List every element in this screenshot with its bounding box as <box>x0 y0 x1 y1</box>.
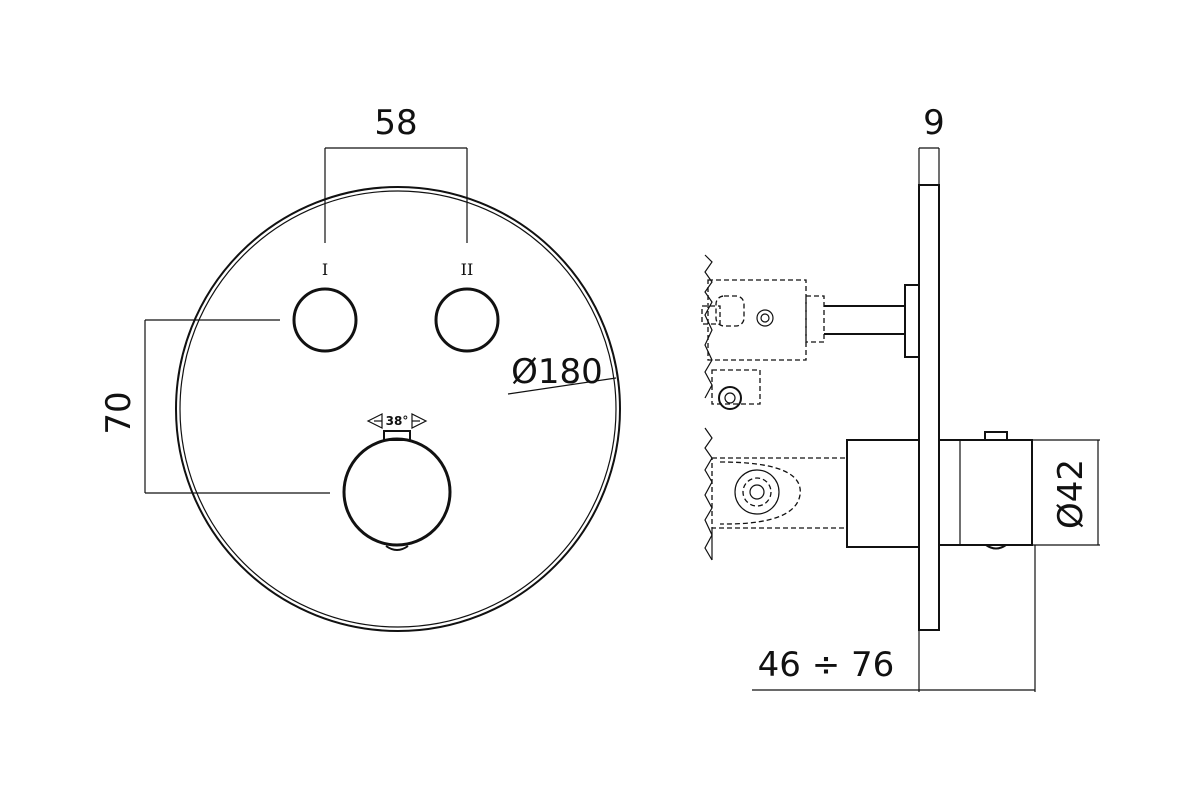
rotation-angle-label: 38° <box>386 414 409 428</box>
handle-side <box>939 431 1033 550</box>
thermostat-handle <box>342 437 452 547</box>
height-dimension-label: 70 <box>99 391 139 434</box>
depth-dimension: 46 ÷ 76 <box>752 545 1036 692</box>
handle-indicator-top <box>383 430 411 441</box>
cover-plate-outline <box>175 186 621 632</box>
handle-diameter-dimension: Ø42 <box>1032 439 1100 546</box>
side-view: 9 <box>701 103 1100 692</box>
plate-thickness-label: 9 <box>923 103 945 143</box>
button-1-label: I <box>322 260 328 279</box>
concealed-body-lower <box>704 427 920 561</box>
cover-plate-inner-edge <box>179 190 617 628</box>
handle-indicator-bottom <box>385 545 409 551</box>
depth-range-label: 46 ÷ 76 <box>758 645 895 685</box>
diameter-dimension: Ø180 <box>507 352 617 395</box>
height-dimension: 70 <box>99 319 330 494</box>
rotation-indicator: 38° <box>366 413 428 429</box>
handle-diameter-label: Ø42 <box>1051 459 1091 529</box>
concealed-body-upper <box>701 254 920 410</box>
spacing-dimension: 58 <box>324 103 468 243</box>
button-1 <box>292 287 358 353</box>
front-view: I II 38° 58 70 <box>99 103 621 632</box>
button-2 <box>434 287 500 353</box>
diameter-dimension-label: Ø180 <box>511 352 603 392</box>
cover-plate-side <box>918 184 940 631</box>
button-2-label: II <box>461 260 474 279</box>
spacing-dimension-label: 58 <box>374 103 417 143</box>
